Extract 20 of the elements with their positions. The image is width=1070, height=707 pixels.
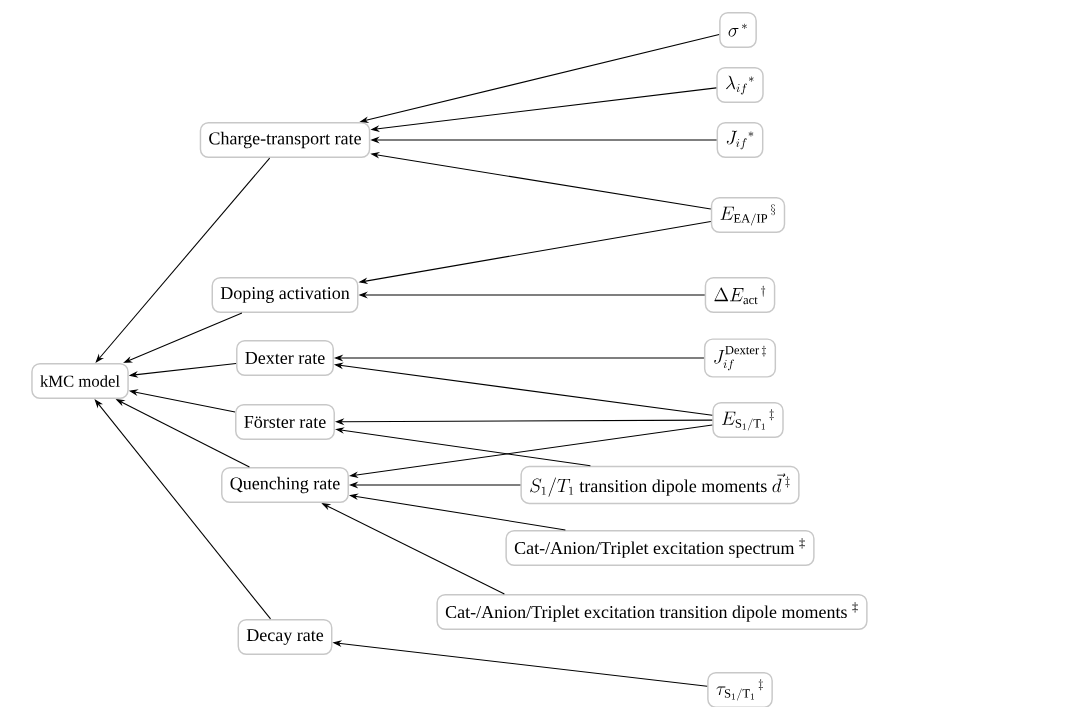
process-box: Cat-/Anion/Triplet excitation transition dipole moments $^{‡}$	[436, 593, 868, 631]
process-box: Cat-/Anion/Triplet excitation spectrum $^{‡}$	[505, 529, 815, 567]
process-box: $J_{if}^{\mathrm{Dexter}\,\ddagger}$	[703, 338, 777, 378]
process-box: Dexter rate	[236, 339, 334, 377]
process-box: $\tau_{\mathrm{S_1/T_1}}{}^{\,\ddagger}$	[707, 671, 773, 707]
process-box: Quenching rate	[221, 466, 349, 504]
process-box: $\lambda_{if}{}^{*}$	[716, 66, 764, 104]
process-box: Charge-transport rate	[199, 121, 371, 159]
arrow	[94, 399, 272, 620]
process-box: $J_{if}{}^{*}$	[716, 121, 764, 159]
model-box: kMC model	[31, 362, 129, 400]
process-box: $\Delta E_{\mathrm{act}}{}^{\,\dagger}$	[704, 276, 776, 314]
process-box: $S_1/T_1\text{ transition dipole moments }\vec{d}\,^{\ddagger}$	[520, 465, 800, 505]
arrow	[95, 157, 271, 363]
process-box: Förster rate	[235, 403, 335, 441]
process-box: $E_{\mathrm{S_1/T_1}}{}^{\,\ddagger}$	[712, 401, 784, 439]
process-box: Decay rate	[237, 618, 333, 656]
process-box: $E_{\mathrm{EA/IP}}{}^{\,\S}$	[710, 196, 786, 234]
process-box: $\sigma^{\,*}$	[719, 11, 757, 49]
process-box: Doping activation	[211, 276, 359, 314]
